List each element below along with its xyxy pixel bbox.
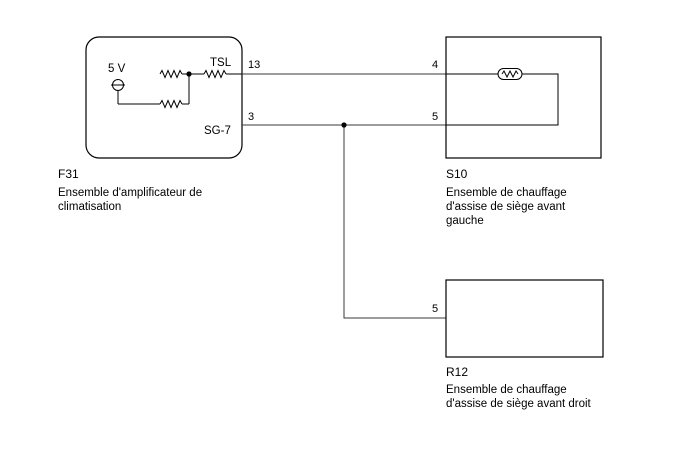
left-seat-heater-s10: 4 5 S10 Ensemble de chauffage d'assise d…	[432, 36, 602, 227]
amplifier-box	[85, 36, 243, 159]
right-heater-desc-line1: Ensemble de chauffage	[446, 384, 567, 396]
right-seat-heater-r12: 5 R12 Ensemble de chauffage d'assise de …	[432, 279, 604, 410]
left-heater-desc-line3: gauche	[446, 215, 484, 227]
supply-voltage-label: 5 V	[108, 63, 126, 75]
pin-tsl-name: TSL	[210, 57, 232, 69]
junction-dot	[341, 122, 347, 128]
left-heater-desc-line1: Ensemble de chauffage	[446, 187, 567, 199]
right-heater-box	[445, 279, 604, 358]
resistor-lower-icon	[159, 99, 183, 109]
pin-sg-number: 3	[248, 111, 254, 123]
amplifier-desc-line2: climatisation	[58, 201, 121, 213]
right-heater-pin: 5	[432, 303, 438, 315]
amplifier-desc-line1: Ensemble d'amplificateur de	[58, 187, 202, 199]
junction-dot-internal	[186, 71, 192, 77]
resistor-left-icon	[159, 69, 183, 79]
supply-source-icon	[111, 79, 125, 104]
wire-branch-right-heater	[343, 125, 446, 319]
left-heater-code: S10	[446, 167, 468, 181]
resistor-right-icon	[203, 69, 227, 79]
heater-return-loop	[446, 73, 559, 126]
left-heater-desc-line2: d'assise de siège avant	[446, 201, 566, 213]
right-heater-desc-line2: d'assise de siège avant droit	[446, 398, 592, 410]
wiring	[242, 73, 446, 319]
left-heater-pin-bottom: 5	[432, 111, 438, 123]
amplifier-f31: 5 V TSL SG-7 13 3 F31 Ensemble d'amplifi…	[58, 36, 260, 213]
pin-sg-name: SG-7	[204, 125, 231, 137]
left-heater-pin-top: 4	[432, 59, 438, 71]
right-heater-code: R12	[446, 365, 468, 379]
pin-tsl-number: 13	[248, 59, 260, 71]
left-heater-box	[445, 36, 602, 159]
amplifier-code: F31	[58, 167, 79, 181]
